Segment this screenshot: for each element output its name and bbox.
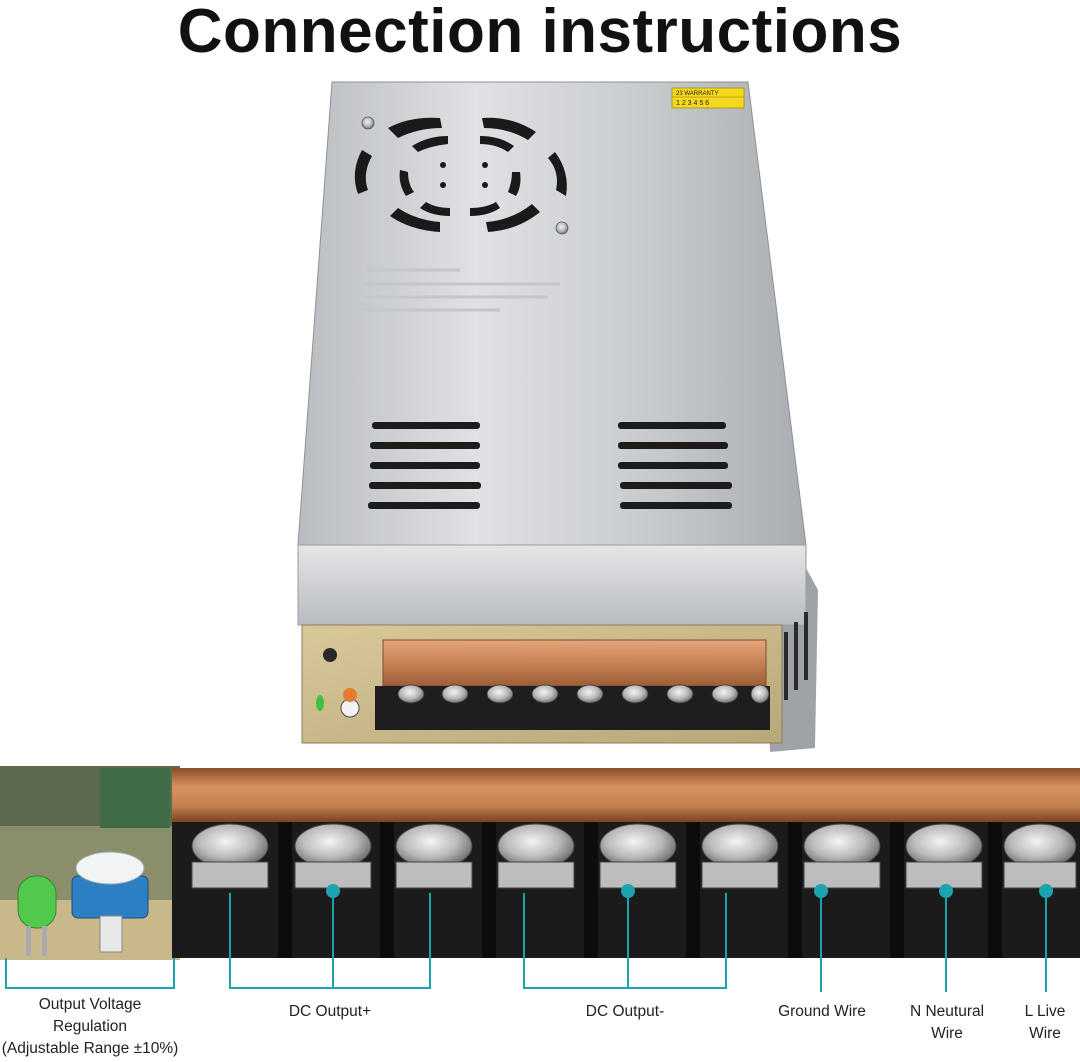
terminal-screws-small (397, 684, 770, 704)
svg-text:23 WARRANTY: 23 WARRANTY (676, 91, 718, 97)
page-title: Connection instructions (177, 0, 903, 66)
green-led (17, 875, 57, 929)
callout-regulation (5, 958, 175, 989)
label-ground-wire: Ground Wire (778, 1003, 866, 1020)
label-dc-output-minus: DC Output- (585, 1003, 665, 1020)
label-live-wire: L Live Wire (1024, 1003, 1066, 1042)
label-output-voltage-regulation: Output Voltage Regulation (Adjustable Ra… (1, 996, 179, 1057)
copper-terminal-cover (382, 639, 767, 687)
fan-grill (354, 117, 567, 232)
terminal-block (375, 686, 770, 730)
callout-dc-minus (523, 893, 727, 989)
terminal-dividers (278, 822, 1002, 958)
side-vents (784, 612, 808, 700)
terminal-closeup (0, 766, 1080, 960)
vent-slots-left (368, 422, 481, 509)
closeup-copper-cover (172, 768, 1080, 822)
embossed-marking (362, 268, 560, 312)
terminal-screws (191, 823, 1077, 889)
warranty-sticker: 23 WARRANTY 1 2 3 4 5 6 (671, 87, 745, 109)
callout-lines (5, 893, 1047, 992)
label-dc-output-plus: DC Output+ (288, 1003, 372, 1020)
lid-screw-right (555, 221, 569, 235)
power-supply-unit: 23 WARRANTY 1 2 3 4 5 6 (297, 81, 818, 752)
lid-screw-left (361, 116, 375, 130)
case-front-panel (297, 544, 807, 626)
case-top-lid (297, 81, 807, 546)
vent-slots-right (618, 422, 732, 509)
callout-dc-plus (229, 893, 431, 989)
callout-dots (326, 884, 1053, 898)
label-neutral-wire: N Neutural Wire (909, 1003, 985, 1042)
svg-text:1 2 3 4 5 6: 1 2 3 4 5 6 (676, 100, 709, 107)
